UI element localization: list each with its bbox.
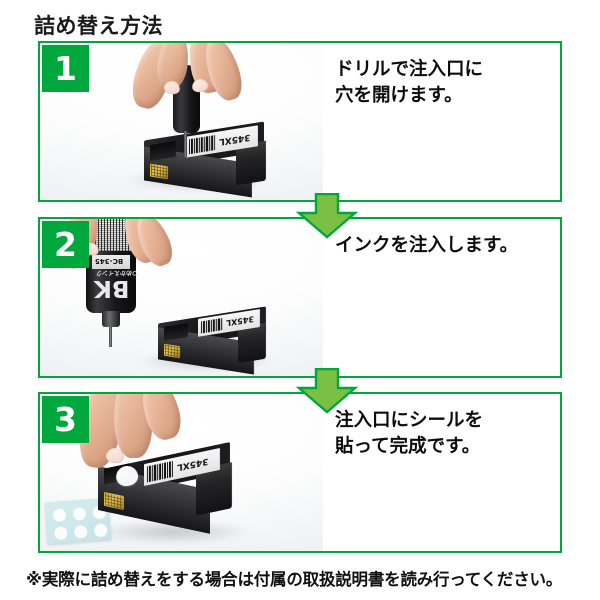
step-1-text-cell: ドリルで注入口に 穴を開けます。 [323,43,560,200]
drill-bit [184,131,187,157]
step-3-photo: 345XL [40,394,323,551]
step-1-instruction: ドリルで注入口に 穴を開けます。 [335,59,484,107]
step-badge-1: 1 [42,45,89,92]
arrow-step1-to-step2 [295,192,359,239]
bottle-nozzle [102,311,120,327]
steps-container: 345XL [38,41,562,559]
step-badge-2: 2 [42,221,89,268]
step-row-2: 345XL BC-345 BK つめかえイン [38,217,562,378]
step-3-text-cell: 注入口にシールを 貼って完成です。 [323,394,560,551]
step-3-instruction: 注入口にシールを 貼って完成です。 [335,410,484,458]
arrow-step2-to-step3 [295,367,359,414]
step-2-text-cell: インクを注入します。 [323,219,560,376]
bottle-nozzle-tip [109,325,112,347]
step-row-3: 345XL 注入口に [38,392,562,553]
step-row-1: 345XL [38,41,562,202]
page-title: 詰め替え方法 [34,14,163,38]
footer-note: ※実際に詰め替えをする場合は付属の取扱説明書を読み行ってください。 [26,570,563,589]
step-badge-3: 3 [42,396,89,443]
step-2-instruction: インクを注入します。 [335,235,519,256]
